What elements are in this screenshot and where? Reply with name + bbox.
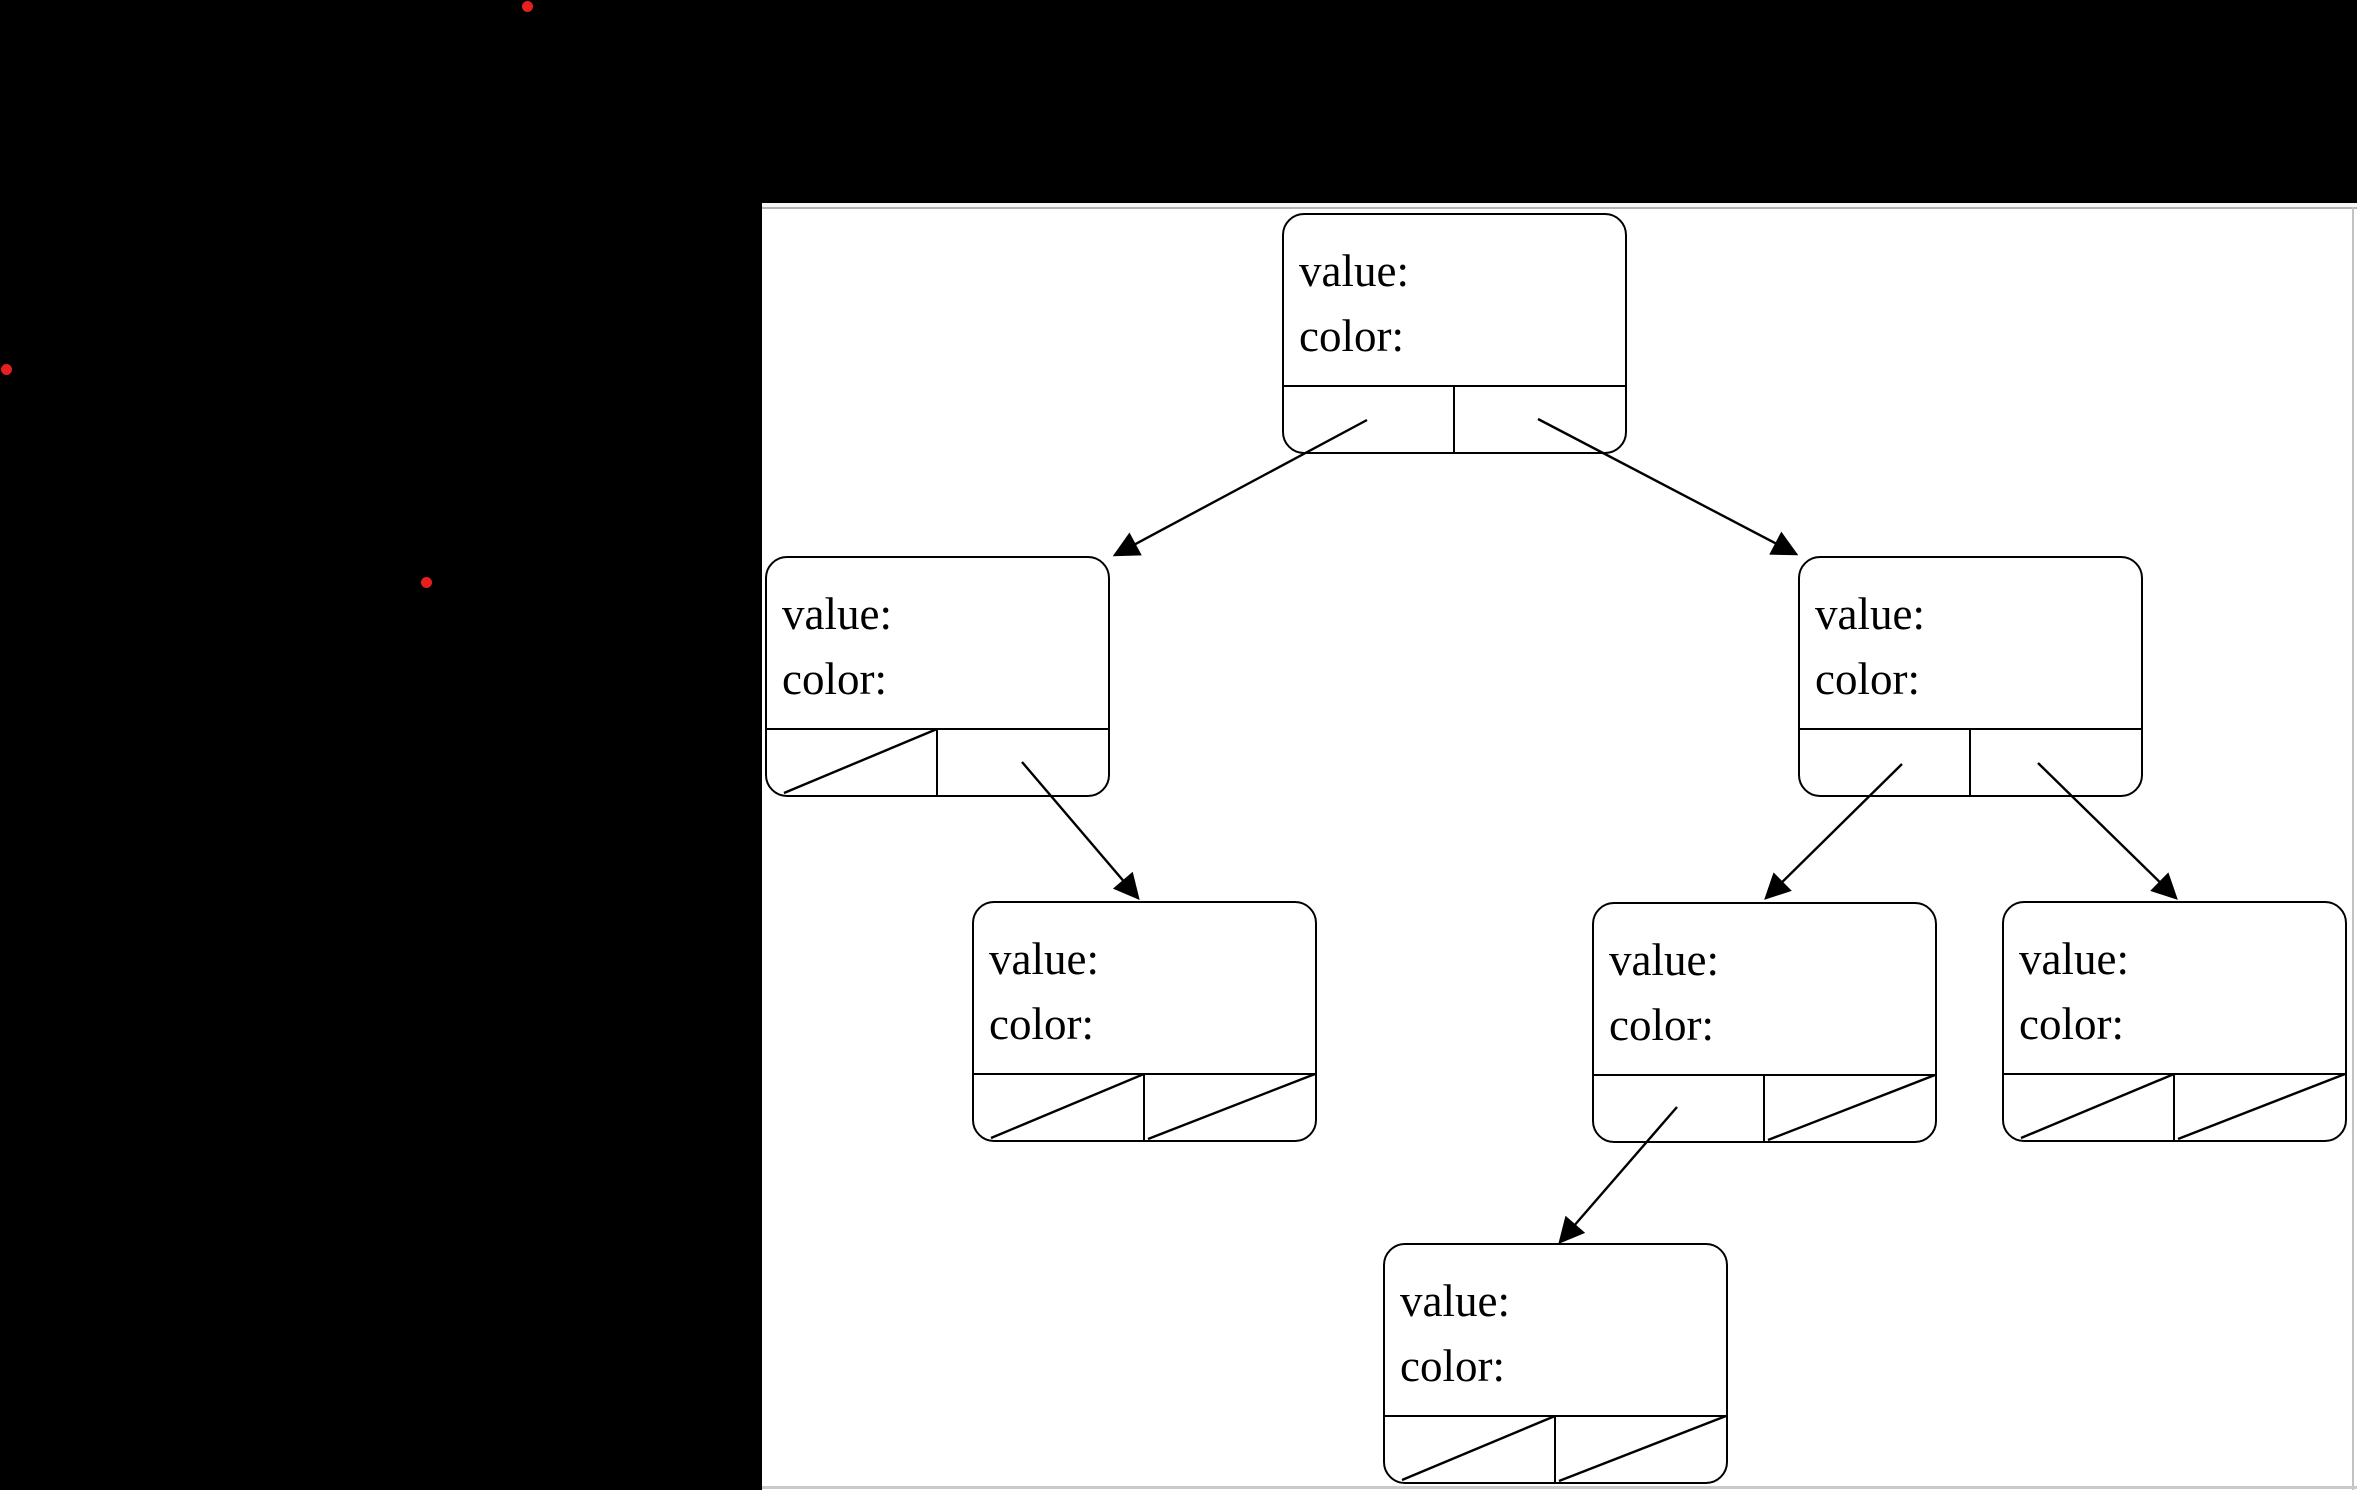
right-pointer-cell	[1455, 387, 1625, 452]
panel-bottom-edge-line	[762, 1486, 2357, 1489]
right-pointer-cell	[1765, 1076, 1935, 1141]
pointer-arrow-root-right	[1537, 417, 1799, 556]
pointer-row	[1594, 1074, 1935, 1141]
right-pointer-cell	[1145, 1075, 1315, 1140]
color-label: color:	[1299, 311, 1404, 361]
pointer-arrow-left-child-right	[1021, 761, 1140, 900]
tree-node-root: value: color:	[1282, 213, 1627, 454]
pointer-row	[2004, 1073, 2345, 1140]
left-pointer-cell	[1385, 1417, 1554, 1482]
left-pointer-cell	[1594, 1076, 1763, 1141]
tree-node-great-grandchild: value: color:	[1383, 1243, 1728, 1484]
color-label: color:	[2019, 999, 2124, 1049]
pointer-cell-divider	[1453, 387, 1455, 452]
color-label: color:	[782, 654, 887, 704]
left-pointer-cell	[2004, 1075, 2173, 1140]
value-label: value:	[989, 934, 1099, 984]
pointer-row	[1800, 728, 2141, 795]
color-label: color:	[1815, 654, 1920, 704]
null-slash-left-great-grandchild	[1401, 1414, 1556, 1482]
pointer-cell-divider	[1763, 1076, 1765, 1141]
panel-top-strip	[762, 203, 2357, 208]
pointer-row	[1385, 1415, 1726, 1482]
null-slash-right-great-grandchild	[1558, 1414, 1727, 1483]
panel-top-edge-line	[762, 207, 2357, 209]
null-slash-left-left-right-grandchild	[990, 1072, 1145, 1140]
tree-node-left-child: value: color:	[765, 556, 1110, 797]
value-label: value:	[1299, 246, 1409, 296]
value-label: value:	[1400, 1276, 1510, 1326]
pointer-arrow-right-child-right	[2037, 762, 2178, 900]
value-label: value:	[1609, 935, 1719, 985]
tree-node-left-right-grandchild: value: color:	[972, 901, 1317, 1142]
red-dot	[420, 576, 432, 588]
tree-node-right-child: value: color:	[1798, 556, 2143, 797]
right-pointer-cell	[1971, 730, 2141, 795]
null-slash-right-left-right-grandchild	[1147, 1072, 1316, 1141]
pointer-row	[767, 728, 1108, 795]
pointer-cell-divider	[1554, 1417, 1556, 1482]
value-label: value:	[1815, 589, 1925, 639]
color-label: color:	[1400, 1341, 1505, 1391]
null-slash-left-left-child	[783, 727, 938, 795]
right-pointer-cell	[2175, 1075, 2345, 1140]
pointer-arrow-right-left-grandchild-left	[1558, 1106, 1678, 1244]
diagram-panel	[762, 203, 2357, 1490]
right-pointer-cell	[1556, 1417, 1726, 1482]
color-label: color:	[1609, 1000, 1714, 1050]
null-slash-right-right-left-grandchild	[1767, 1073, 1936, 1142]
tree-node-right-left-grandchild: value: color:	[1592, 902, 1937, 1143]
pointer-row	[1284, 385, 1625, 452]
tree-node-right-right-grandchild: value: color:	[2002, 901, 2347, 1142]
left-pointer-cell	[974, 1075, 1143, 1140]
pointer-cell-divider	[2173, 1075, 2175, 1140]
null-slash-left-right-right-grandchild	[2020, 1072, 2175, 1140]
pointer-row	[974, 1073, 1315, 1140]
left-pointer-cell	[1800, 730, 1969, 795]
value-label: value:	[782, 589, 892, 639]
pointer-arrow-right-child-left	[1764, 763, 1903, 900]
left-pointer-cell	[767, 730, 936, 795]
color-label: color:	[989, 999, 1094, 1049]
red-dot	[521, 0, 533, 12]
pointer-arrow-root-left	[1112, 418, 1368, 557]
left-pointer-cell	[1284, 387, 1453, 452]
value-label: value:	[2019, 934, 2129, 984]
right-pointer-cell	[938, 730, 1108, 795]
pointer-cell-divider	[1969, 730, 1971, 795]
pointer-cell-divider	[936, 730, 938, 795]
red-dot	[0, 363, 12, 375]
pointer-cell-divider	[1143, 1075, 1145, 1140]
null-slash-right-right-right-grandchild	[2177, 1072, 2346, 1141]
panel-right-edge-line	[2352, 207, 2354, 1490]
